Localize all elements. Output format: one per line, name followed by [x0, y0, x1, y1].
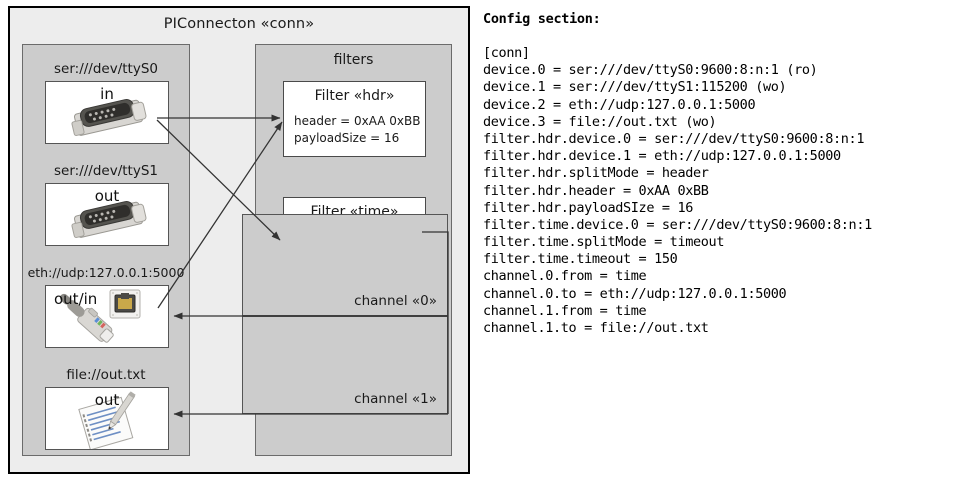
- device-direction-ttys0: in: [100, 85, 114, 103]
- device-direction-file: out: [94, 391, 120, 409]
- config-line: channel.0.to = eth://udp:127.0.0.1:5000: [483, 285, 787, 302]
- devices-group: ser:///dev/ttyS0 in: [22, 44, 190, 456]
- config-line: filter.hdr.device.1 = eth://udp:127.0.0.…: [483, 148, 841, 165]
- config-lines-list: [conn]device.0 = ser:///dev/ttyS0:9600:8…: [483, 45, 959, 337]
- device-label-eth: eth://udp:127.0.0.1:5000: [27, 265, 185, 280]
- config-heading: Config section:: [483, 11, 601, 27]
- device-label-file: file://out.txt: [66, 367, 146, 383]
- channel-box-1[interactable]: channel «1»: [242, 316, 448, 414]
- diagram-title: PIConnecton «conn»: [163, 16, 315, 32]
- config-line: filter.hdr.payloadSIze = 16: [483, 199, 693, 216]
- filter-prop-hdr-header: header = 0xAA 0xBB: [294, 114, 421, 128]
- config-line: filter.hdr.splitMode = header: [483, 165, 709, 182]
- config-line: device.0 = ser:///dev/ttyS0:9600:8:n:1 (…: [483, 62, 818, 79]
- config-line: filter.time.device.0 = ser:///dev/ttyS0:…: [483, 216, 872, 233]
- config-line: device.3 = file://out.txt (wo): [483, 113, 717, 130]
- text-document-icon: [46, 388, 168, 449]
- serial-port-icon: [46, 82, 168, 143]
- filter-title-hdr: Filter «hdr»: [314, 88, 395, 104]
- config-section-panel: Config section: [conn]device.0 = ser:///…: [481, 6, 959, 476]
- device-label-ttys1: ser:///dev/ttyS1: [54, 163, 158, 179]
- config-line: channel.0.from = time: [483, 268, 647, 285]
- config-line: channel.1.from = time: [483, 302, 647, 319]
- device-card-eth[interactable]: out/in: [45, 285, 169, 348]
- config-line: filter.hdr.header = 0xAA 0xBB: [483, 182, 709, 199]
- config-line: device.1 = ser:///dev/ttyS1:115200 (wo): [483, 79, 787, 96]
- device-direction-eth: out/in: [54, 290, 98, 308]
- config-line: channel.1.to = file://out.txt: [483, 320, 709, 336]
- channel-label-0: channel «0»: [354, 293, 437, 309]
- ethernet-jack-icon: [46, 286, 168, 347]
- channel-box-0[interactable]: channel «0»: [242, 214, 448, 316]
- serial-port-icon: [46, 184, 168, 245]
- config-line: filter.hdr.device.0 = ser:///dev/ttyS0:9…: [483, 130, 865, 147]
- device-card-ttys0[interactable]: in: [45, 81, 169, 144]
- connector-diagram-panel: PIConnecton «conn» ser:///dev/ttyS0 in: [8, 6, 470, 474]
- channel-label-1: channel «1»: [354, 391, 437, 407]
- config-line: [conn]: [483, 45, 530, 61]
- config-line: filter.time.timeout = 150: [483, 251, 678, 268]
- device-card-file[interactable]: out: [45, 387, 169, 450]
- filter-box-hdr[interactable]: Filter «hdr» header = 0xAA 0xBB payloadS…: [283, 81, 426, 157]
- filters-group-title: filters: [333, 52, 374, 68]
- filter-prop-hdr-payload: payloadSize = 16: [294, 131, 400, 145]
- config-line: device.2 = eth://udp:127.0.0.1:5000: [483, 96, 756, 113]
- device-card-ttys1[interactable]: out: [45, 183, 169, 246]
- device-direction-ttys1: out: [94, 187, 120, 205]
- config-line: filter.time.splitMode = timeout: [483, 234, 725, 251]
- device-label-ttys0: ser:///dev/ttyS0: [54, 61, 158, 77]
